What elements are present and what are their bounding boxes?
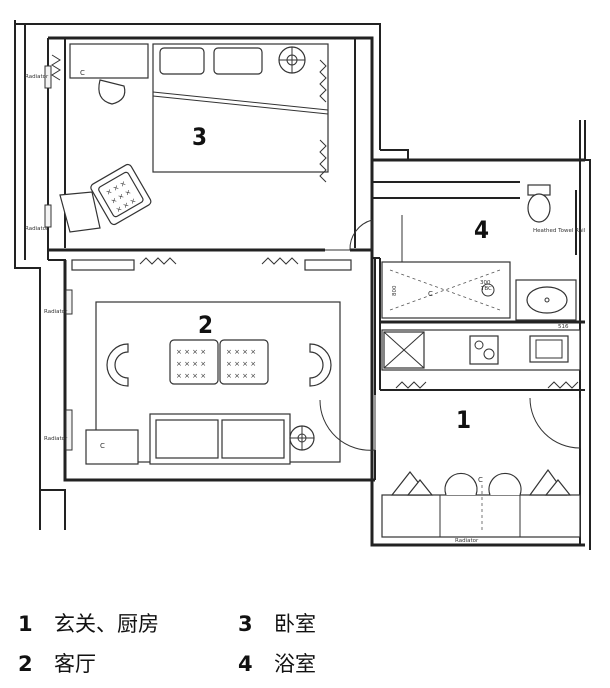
bedroom-door xyxy=(325,219,373,251)
legend: 1 玄关、厨房 3 卧室 2 客厅 4 浴室 xyxy=(0,600,610,688)
pillow-right xyxy=(213,47,263,75)
legend-label-1: 玄关、厨房 xyxy=(54,612,159,636)
tbc-label: TBC xyxy=(480,286,492,292)
dining-bench xyxy=(381,494,581,538)
legend-item-2: 2 客厅 xyxy=(18,648,96,678)
legend-number-4: 4 xyxy=(238,652,253,676)
chair-right xyxy=(309,343,332,387)
living-room: × × × × × × × × × × × × × × × × × × × × … xyxy=(71,257,376,465)
desk-chair xyxy=(98,79,126,105)
legend-item-4: 4 浴室 xyxy=(238,648,316,678)
basin-width: 516 xyxy=(558,324,569,330)
radiator-label-3: Radiator xyxy=(44,309,68,315)
svg-text:× × × ×: × × × × xyxy=(176,360,206,368)
radiator-label-2: Radiator xyxy=(25,226,49,232)
legend-label-3: 卧室 xyxy=(274,612,316,636)
towel-rail-label: Heathed Towel Rail xyxy=(533,228,586,234)
entry-kitchen: C 1 xyxy=(381,329,581,538)
room-number-2: 2 xyxy=(198,311,213,339)
svg-text:× × × ×: × × × × xyxy=(226,372,256,380)
bathroom: Heathed Towel Rail 300 TBC 800 C 516 4 xyxy=(381,184,586,330)
shelf-left xyxy=(71,259,135,271)
tbc-number: 300 xyxy=(480,280,491,286)
legend-number-2: 2 xyxy=(18,652,33,676)
living-door xyxy=(319,395,376,451)
outer-walls xyxy=(14,20,591,550)
side-table xyxy=(59,191,101,233)
legend-label-4: 浴室 xyxy=(274,652,316,676)
pillow-left xyxy=(159,47,205,75)
room-number-1: 1 xyxy=(456,406,471,434)
entry-door xyxy=(529,397,581,449)
cupboard-mark-1: C xyxy=(80,69,85,77)
cupboard-mark-2: C xyxy=(100,442,105,450)
stool-3 xyxy=(488,472,522,496)
shelf-right xyxy=(304,259,352,271)
ottoman-left xyxy=(169,339,219,385)
shower xyxy=(381,261,511,319)
bathroom-door xyxy=(401,215,449,269)
room-number-3: 3 xyxy=(192,123,207,151)
legend-item-3: 3 卧室 xyxy=(238,608,316,638)
side-cabinet xyxy=(85,429,139,465)
svg-text:× × × ×: × × × × xyxy=(176,348,206,356)
armchair: × × × × × × × × × xyxy=(90,163,152,226)
radiator-zig xyxy=(51,54,61,81)
legend-label-2: 客厅 xyxy=(54,652,96,676)
hob xyxy=(469,335,499,365)
toilet-bowl xyxy=(527,193,551,223)
stool-2 xyxy=(444,472,478,496)
legend-number-1: 1 xyxy=(18,612,33,636)
radiator-label-1: Radiator xyxy=(25,74,49,80)
room-number-4: 4 xyxy=(474,216,489,244)
bedroom: C × × × × × × × × × 3 xyxy=(51,43,373,251)
radiator-label-5: Radiator xyxy=(455,538,479,544)
cupboard-mark-4: C xyxy=(478,476,483,484)
shower-width: 800 xyxy=(392,285,398,296)
ottoman-right xyxy=(219,339,269,385)
cupboard-mark-3: C xyxy=(428,290,433,298)
desk xyxy=(69,43,149,79)
legend-item-1: 1 玄关、厨房 xyxy=(18,608,159,638)
svg-text:× × × ×: × × × × xyxy=(226,348,256,356)
legend-number-3: 3 xyxy=(238,612,253,636)
svg-text:× × × ×: × × × × xyxy=(176,372,206,380)
basin xyxy=(526,286,568,314)
floor-plan: C × × × × × × × × × 3 Rad xyxy=(14,20,591,550)
svg-text:× × × ×: × × × × xyxy=(226,360,256,368)
radiator-label-4: Radiator xyxy=(44,436,68,442)
chair-left xyxy=(106,343,129,387)
